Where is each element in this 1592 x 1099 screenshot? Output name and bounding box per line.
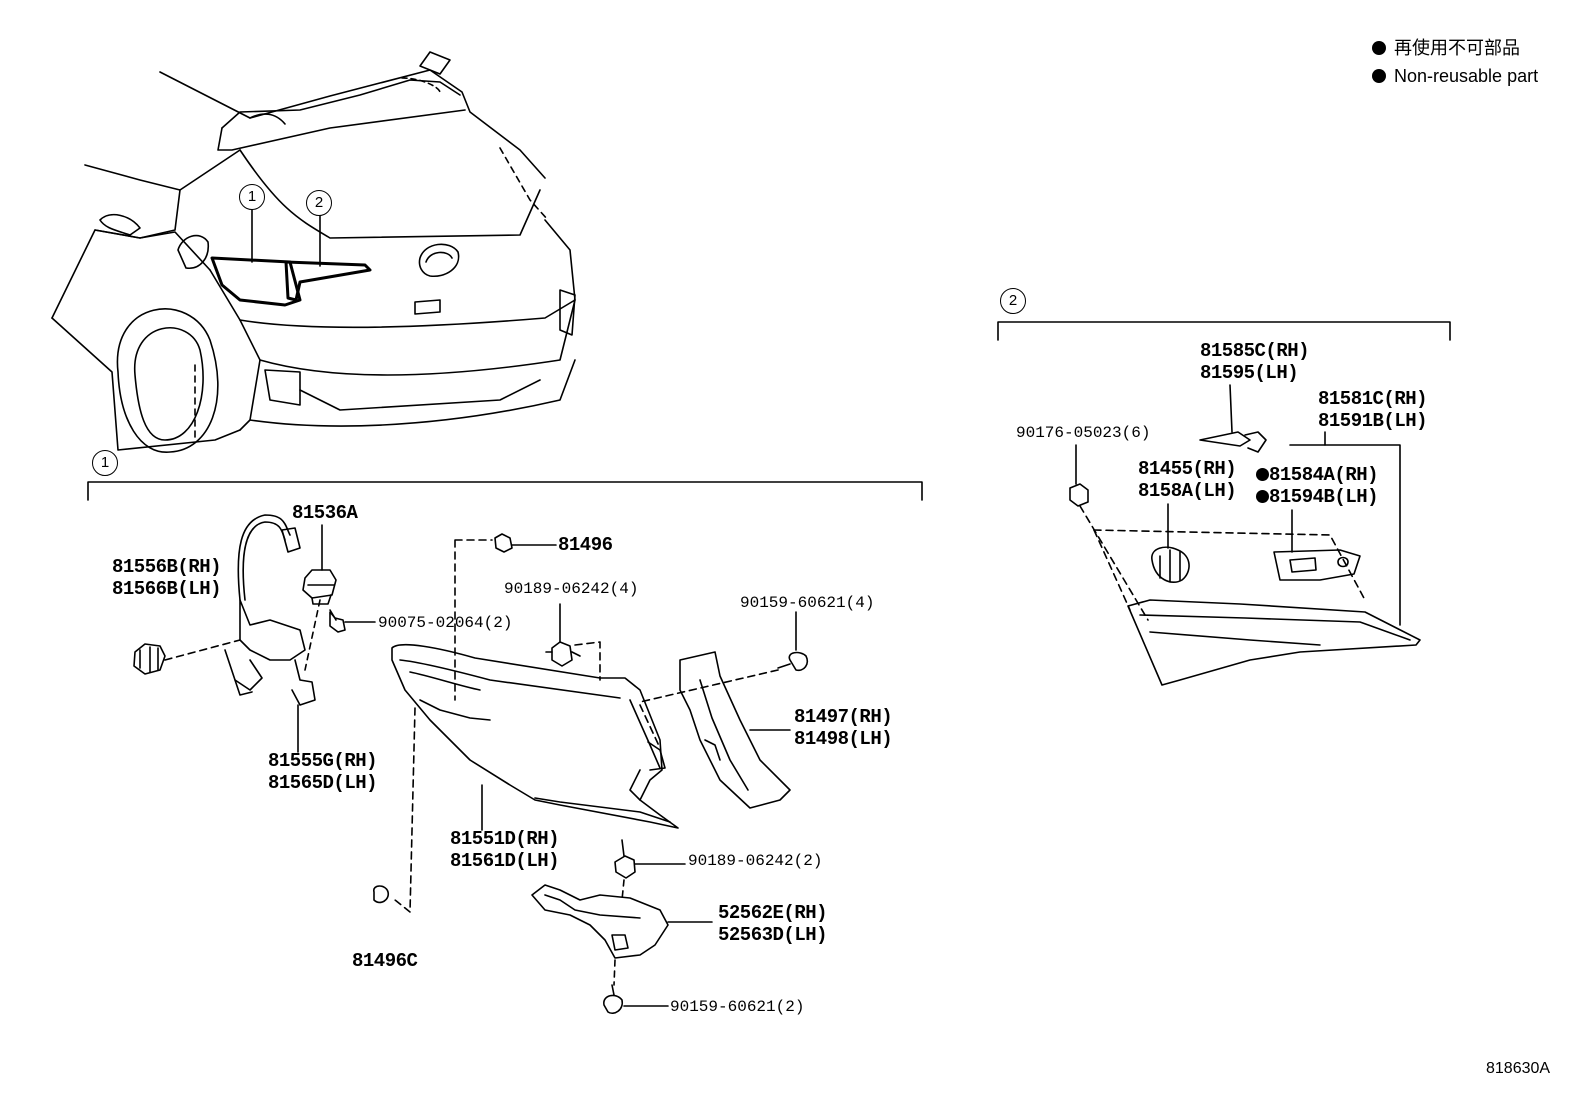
label-81591b-lh: 81591B(LH) [1318, 410, 1428, 432]
tail-lamp-assembly-shape [391, 643, 679, 829]
label-90159-60621-2: 90159-60621(2) [670, 998, 805, 1016]
label-81584a-rh: 81584A(RH) [1256, 464, 1379, 486]
label-81497-rh: 81497(RH) [794, 706, 893, 728]
label-81536a: 81536A [292, 502, 358, 524]
non-reusable-dot-icon [1372, 41, 1386, 55]
bolt-90159-2-shape [603, 984, 624, 1015]
nut-90189-2-shape [614, 839, 636, 879]
illustration-number: 818630A [1486, 1060, 1551, 1077]
legend-row-jp: 再使用不可部品 [1372, 34, 1538, 62]
group-2-marker: 2 [1000, 288, 1026, 314]
label-8158a-lh: 8158A(LH) [1138, 480, 1237, 502]
group1-bracket [87, 481, 923, 501]
non-reusable-dot-icon [1256, 490, 1269, 503]
nut-81496-shape [494, 533, 513, 553]
label-81595-lh: 81595(LH) [1200, 362, 1299, 384]
label-52562e-rh: 52562E(RH) [718, 902, 828, 924]
legend: 再使用不可部品 Non-reusable part [1372, 34, 1538, 90]
label-81551d-rh: 81551D(RH) [450, 828, 560, 850]
label-81498-lh: 81498(LH) [794, 728, 893, 750]
label-90159-60621-4: 90159-60621(4) [740, 594, 875, 612]
socket-81556b-shape [133, 643, 166, 675]
non-reusable-dot-icon [1372, 69, 1386, 83]
label-90075-02064: 90075-02064(2) [378, 614, 513, 632]
label-81585c-rh: 81585C(RH) [1200, 340, 1310, 362]
group-1-marker: 1 [92, 450, 118, 476]
wire-harness-shape [224, 514, 316, 753]
screw-90176-shape [1069, 483, 1089, 507]
callout-1-vehicle: 1 [239, 184, 265, 210]
label-81565d-lh: 81565D(LH) [268, 772, 378, 794]
label-81496c: 81496C [352, 950, 418, 972]
legend-text-en: Non-reusable part [1394, 66, 1539, 86]
label-90189-06242-2: 90189-06242(2) [688, 852, 823, 870]
bracket-52562e-shape [531, 884, 669, 959]
label-81566b-lh: 81566B(LH) [112, 578, 222, 600]
non-reusable-dot-icon [1256, 468, 1269, 481]
label-81496: 81496 [558, 534, 613, 556]
label-81581c-rh: 81581C(RH) [1318, 388, 1428, 410]
label-52563d-lh: 52563D(LH) [718, 924, 828, 946]
legend-row-en: Non-reusable part [1372, 62, 1538, 90]
gasket-81584a-shape [1273, 549, 1361, 581]
garnish-81497-shape [679, 651, 791, 809]
back-door-lamp-shape [1127, 599, 1421, 686]
label-81455-rh: 81455(RH) [1138, 458, 1237, 480]
group2-bracket [997, 321, 1451, 341]
legend-text-jp: 再使用不可部品 [1394, 38, 1520, 58]
label-81594b-lh: 81594B(LH) [1256, 486, 1379, 508]
vehicle-rear-illustration [51, 51, 576, 453]
label-90189-06242-4: 90189-06242(4) [504, 580, 639, 598]
screw-90075-shape [329, 609, 346, 633]
clip-81585c-shape [1199, 431, 1267, 453]
socket-81455-shape [1151, 546, 1190, 584]
bolt-90159-4-shape [777, 651, 809, 672]
label-81555g-rh: 81555G(RH) [268, 750, 378, 772]
label-81584a-text: 81584A(RH) [1269, 464, 1379, 486]
label-90176-05023: 90176-05023(6) [1016, 424, 1151, 442]
label-81594b-text: 81594B(LH) [1269, 486, 1379, 508]
label-81561d-lh: 81561D(LH) [450, 850, 560, 872]
bulb-81536a-shape [302, 569, 337, 605]
grommet-81496c-shape [373, 885, 390, 904]
label-81556b-rh: 81556B(RH) [112, 556, 222, 578]
callout-2-vehicle: 2 [306, 190, 332, 216]
